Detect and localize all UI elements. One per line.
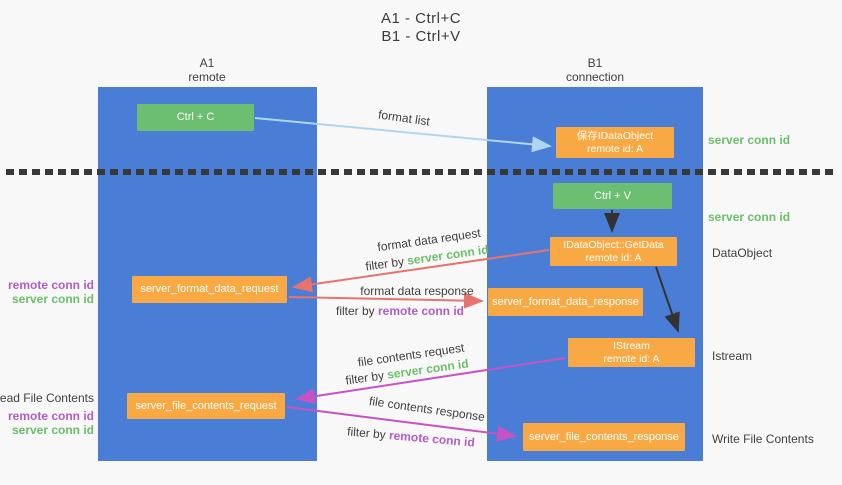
server-format-data-response-box: server_format_data_response (488, 288, 643, 316)
label-server-conn-id-right-1: server conn id (708, 133, 791, 147)
server-format-data-response-label: server_format_data_response (492, 295, 639, 308)
server-file-contents-response-label: server_file_contents_response (529, 430, 679, 443)
ctrl-v-label: Ctrl + V (594, 189, 631, 202)
label-istream: Istream (712, 349, 753, 363)
filter-by-text: filter by (335, 304, 378, 318)
label-dataobject: DataObject (712, 246, 773, 260)
label-read-file-contents: Read File Contents (0, 391, 94, 405)
column-b1-subtitle: connection (565, 70, 625, 84)
idataobject-getdata-box: IDataObject::GetData remote id: A (550, 237, 677, 266)
label-file-contents-response: file contents response (368, 393, 486, 425)
column-header-a1: A1 remote (127, 56, 287, 84)
column-header-b1: B1 connection (515, 56, 675, 84)
label-server-conn-id-left-2: server conn id (11, 423, 94, 437)
server-format-data-request-box: server_format_data_request (132, 276, 287, 303)
label-conn-ids-left-top: remote conn id server conn id (8, 278, 94, 306)
istream-box: IStream remote id: A (568, 338, 695, 367)
label-server-conn-id-left-1: server conn id (11, 292, 94, 306)
column-b1-id: B1 (587, 56, 603, 70)
ctrl-c-box: Ctrl + C (137, 104, 254, 131)
label-write-file-contents: Write File Contents (712, 432, 814, 446)
save-idataobject-line1: 保存IDataObject (576, 129, 654, 142)
diagram-title-line1: A1 - Ctrl+C (380, 10, 462, 27)
server-file-contents-response-box: server_file_contents_response (523, 423, 685, 451)
remote-conn-id-text: remote conn id (378, 304, 465, 318)
label-remote-conn-id-left-1: remote conn id (7, 278, 94, 292)
getdata-line1: IDataObject::GetData (563, 238, 664, 251)
istream-line1: IStream (613, 339, 650, 352)
label-format-list: format list (377, 107, 431, 129)
filter-by-text: filter by (344, 367, 389, 388)
label-remote-conn-id-left-2: remote conn id (7, 409, 94, 423)
label-conn-ids-left-bottom: remote conn id server conn id (8, 409, 94, 437)
save-idataobject-box: 保存IDataObject remote id: A (556, 127, 674, 158)
remote-conn-id-text: remote conn id (388, 428, 476, 450)
filter-by-text: filter by (364, 253, 409, 274)
ctrl-v-box: Ctrl + V (553, 183, 672, 209)
label-server-conn-id-right-2: server conn id (708, 210, 791, 224)
getdata-line2: remote id: A (585, 251, 642, 264)
filter-by-text: filter by (346, 424, 390, 443)
column-a1-subtitle: remote (188, 70, 226, 84)
dotted-separator-line (6, 169, 836, 175)
server-file-contents-request-box: server_file_contents_request (127, 393, 285, 419)
ctrl-c-label: Ctrl + C (176, 111, 215, 123)
label-filter-by-remote-conn-id-1: filter by remote conn id (336, 304, 464, 318)
column-a1-id: A1 (199, 56, 215, 70)
label-format-data-response: format data response (360, 284, 474, 298)
istream-line2: remote id: A (603, 352, 660, 365)
server-file-contents-request-label: server_file_contents_request (135, 399, 277, 412)
save-idataobject-line2: remote id: A (586, 142, 644, 155)
label-filter-by-remote-conn-id-2: filter by remote conn id (347, 424, 476, 449)
diagram-title-line2: B1 - Ctrl+V (381, 28, 461, 45)
server-format-data-request-label: server_format_data_request (140, 283, 279, 295)
